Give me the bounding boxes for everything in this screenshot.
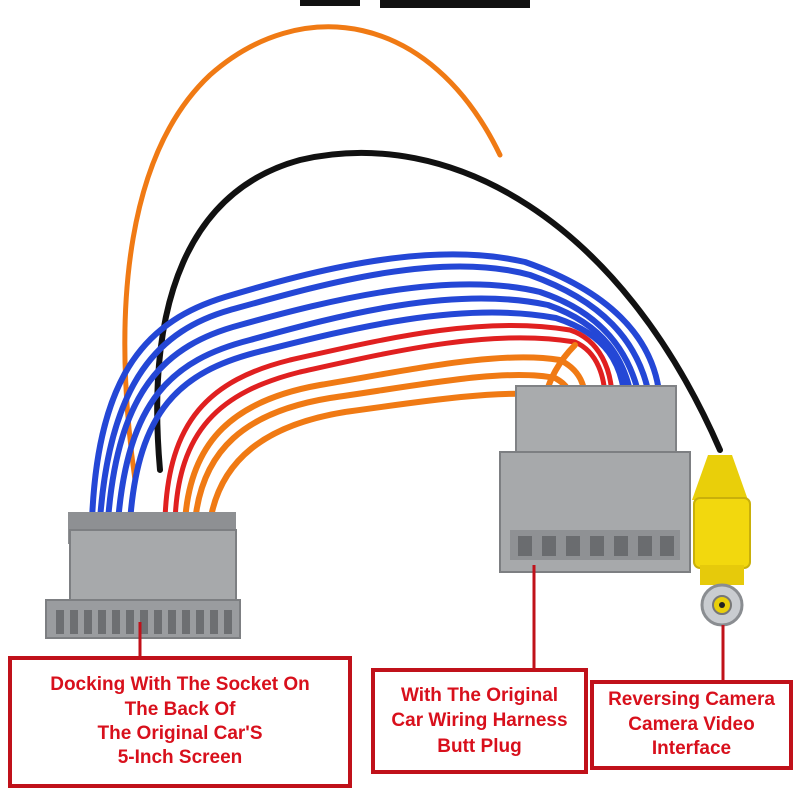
camera-callout-line: Interface — [651, 738, 732, 760]
harness-callout-line: Car Wiring Harness — [391, 710, 568, 732]
socket-callout-line: The Back Of — [124, 698, 236, 720]
socket-callout-label: Docking With The Socket On The Back Of T… — [8, 656, 352, 788]
red-wire-bundle — [162, 322, 615, 525]
socket-callout-line: 5-Inch Screen — [117, 747, 243, 769]
camera-callout-line: Reversing Camera — [608, 688, 775, 710]
harness-butt-plug — [499, 385, 691, 573]
blue-wire-bundle — [89, 251, 663, 525]
callout-leader-lines — [138, 565, 725, 680]
socket-callout-line: Docking With The Socket On — [50, 674, 310, 696]
camera-callout-label: Reversing Camera Camera Video Interface — [590, 680, 793, 770]
harness-callout-label: With The Original Car Wiring Harness But… — [371, 668, 588, 774]
black-video-wire — [154, 150, 723, 473]
rca-video-jack — [692, 455, 751, 627]
harness-callout-line: With The Original — [400, 684, 559, 706]
harness-callout-line: Butt Plug — [437, 735, 522, 757]
screen-socket-connector — [45, 512, 241, 639]
camera-callout-line: Camera Video — [628, 713, 755, 735]
cropped-heading-fragment — [300, 0, 530, 8]
loose-orange-wire — [122, 24, 503, 483]
socket-callout-line: The Original Car'S — [97, 723, 263, 744]
